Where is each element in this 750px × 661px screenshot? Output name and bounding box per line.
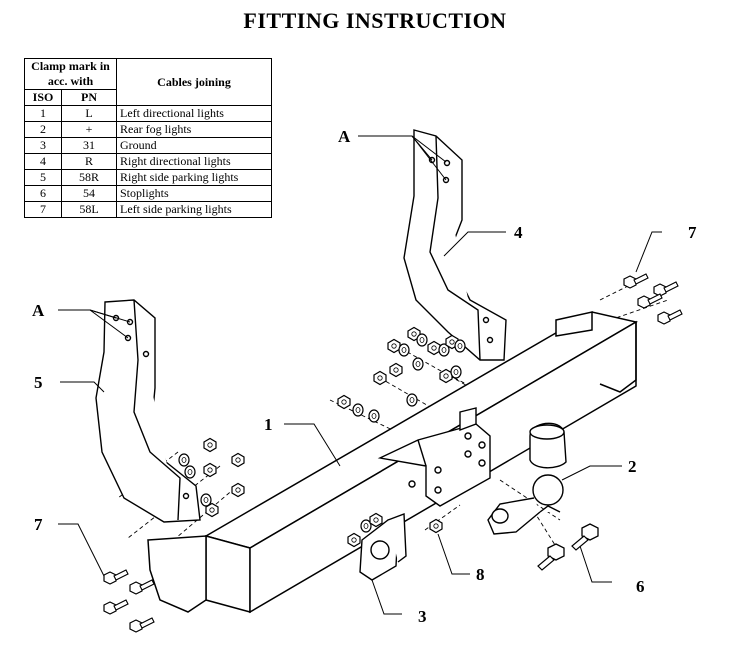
callout-3: 3: [418, 607, 427, 626]
callout-2: 2: [628, 457, 637, 476]
tow-ball-assembly: [487, 422, 567, 535]
table-cell-desc: Right directional lights: [116, 153, 272, 170]
table-cell-desc: Right side parking lights: [116, 169, 272, 186]
table-cell-desc: Stoplights: [116, 185, 272, 202]
table-cell-pn: 31: [61, 137, 117, 154]
callout-a-left: A: [32, 301, 45, 320]
callout-5: 5: [34, 373, 43, 392]
table-row: 6 54 Stoplights: [24, 185, 272, 202]
table-row: 4 R Right directional lights: [24, 153, 272, 170]
table-header-pn: PN: [61, 89, 117, 106]
callout-7-left: 7: [34, 515, 43, 534]
callout-a-top: A: [338, 127, 351, 146]
callout-1: 1: [264, 415, 273, 434]
bolts-right: [623, 273, 683, 325]
table-cell-pn: 58L: [61, 201, 117, 218]
page-title: FITTING INSTRUCTION: [243, 8, 507, 33]
table-header-cables-joining: Cables joining: [116, 58, 272, 106]
socket-plate: [359, 513, 407, 581]
left-bracket: [95, 299, 201, 523]
table-header-clamp-mark: Clamp mark in acc. with: [24, 58, 117, 90]
callout-4: 4: [514, 223, 523, 242]
leader-lines: [58, 135, 662, 615]
callout-7-right: 7: [688, 223, 697, 242]
right-bracket: [403, 129, 507, 361]
callout-8: 8: [476, 565, 485, 584]
hitch-mount-plate: [377, 407, 491, 507]
cables-joining-table: Clamp mark in acc. with Cables joining I…: [24, 58, 272, 218]
table-cell-desc: Left side parking lights: [116, 201, 272, 218]
table-cell-iso: 7: [24, 201, 62, 218]
table-cell-desc: Ground: [116, 137, 272, 154]
table-row: 3 31 Ground: [24, 137, 272, 154]
bolts-left: [103, 569, 155, 633]
table-cell-pn: 54: [61, 185, 117, 202]
callout-6: 6: [636, 577, 645, 596]
table-row: 7 58L Left side parking lights: [24, 201, 272, 218]
